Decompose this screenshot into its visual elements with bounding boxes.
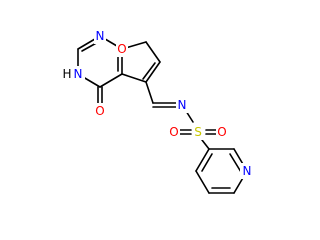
nitrogen-label: N — [243, 164, 252, 178]
nitrogen-label: N — [178, 98, 187, 112]
atom-o-carbonyl: O — [94, 103, 106, 119]
oxygen-label: O — [169, 125, 178, 139]
atom-o-sulfonyl-left: O — [168, 124, 180, 140]
hydrogen-label: H — [62, 67, 71, 81]
oxygen-label: O — [117, 42, 126, 56]
atom-o-sulfonyl-right: O — [216, 124, 228, 140]
sulfur-label: S — [194, 125, 202, 139]
oxygen-label: O — [95, 104, 104, 118]
molecule-diagram: N O N H O N S O O N — [60, 28, 252, 194]
atom-s-sulfonyl: S — [192, 124, 204, 140]
nitrogen-label: N — [96, 29, 105, 43]
atom-n-imine: N — [176, 97, 188, 113]
structure-canvas: N O N H O N S O O N — [60, 28, 252, 194]
atom-n-pyrimidine-top: N — [94, 28, 106, 44]
nitrogen-label: N — [74, 67, 83, 81]
atom-n-pyridine: N — [240, 163, 252, 179]
atom-o-furan: O — [116, 41, 128, 57]
atom-nh: N H — [60, 66, 85, 94]
oxygen-label: O — [217, 125, 226, 139]
